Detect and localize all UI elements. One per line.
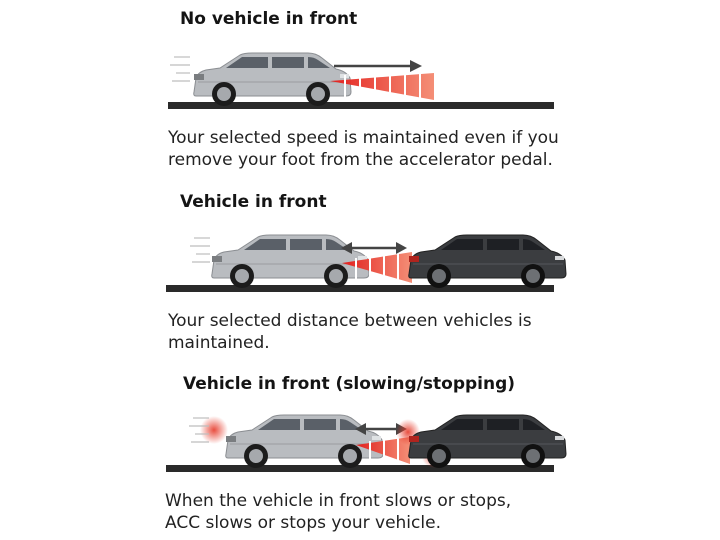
road-strip — [166, 285, 554, 292]
motion-lines-icon — [169, 56, 191, 82]
double-arrow-icon — [355, 423, 407, 435]
brake-light-glow-icon — [200, 416, 228, 444]
brake-light-glow-icon — [422, 448, 450, 468]
scene-vehicle-in-front — [166, 234, 567, 292]
description-line: When the vehicle in front slows or stops… — [165, 491, 512, 511]
description-line: remove your foot from the accelerator pe… — [168, 150, 553, 170]
heading-no-vehicle-in-front: No vehicle in front — [180, 9, 358, 29]
double-arrow-icon — [341, 242, 407, 254]
brake-light-glow-icon — [396, 419, 420, 445]
description-line: maintained. — [168, 333, 270, 353]
radar-beam-icon — [356, 437, 410, 464]
description-no-vehicle-in-front: Your selected speed is maintained even i… — [168, 127, 559, 171]
description-line: Your selected speed is maintained even i… — [168, 128, 559, 148]
silver-suv-icon — [225, 414, 384, 469]
motion-lines-icon — [188, 417, 210, 443]
heading-vehicle-in-front: Vehicle in front — [180, 192, 327, 212]
description-vehicle-in-front: Your selected distance between vehicles … — [168, 310, 532, 354]
silver-suv-icon — [193, 52, 352, 107]
scene-vehicle-slowing-stopping — [166, 414, 567, 472]
dark-suv-icon — [408, 414, 567, 469]
radar-beam-icon — [330, 71, 434, 100]
road-strip — [168, 102, 554, 109]
road-strip — [166, 465, 554, 472]
description-line: Your selected distance between vehicles … — [168, 311, 532, 331]
description-vehicle-slowing-stopping: When the vehicle in front slows or stops… — [165, 490, 511, 534]
radar-beam-icon — [342, 252, 412, 283]
heading-vehicle-slowing-stopping: Vehicle in front (slowing/stopping) — [183, 374, 516, 394]
description-line: ACC slows or stops your vehicle. — [165, 513, 441, 533]
motion-lines-icon — [189, 237, 211, 263]
dark-suv-icon — [408, 234, 567, 289]
forward-arrow-icon — [334, 60, 422, 72]
scene-no-vehicle-in-front — [168, 52, 554, 109]
silver-suv-icon — [211, 234, 370, 289]
